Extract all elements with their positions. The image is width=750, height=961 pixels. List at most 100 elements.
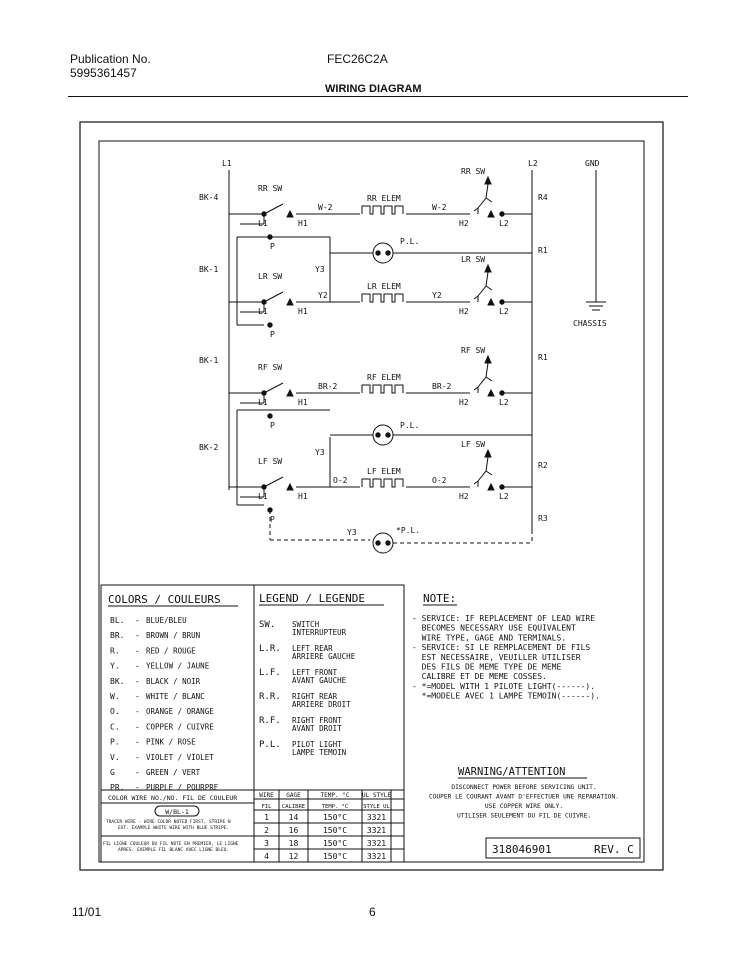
arrow-head xyxy=(484,263,492,273)
colors-title: COLORS / COULEURS xyxy=(108,593,221,606)
term-p: P xyxy=(270,242,275,251)
legend-title: LEGEND / LEGENDE xyxy=(259,592,365,605)
model-number: FEC26C2A xyxy=(327,52,388,66)
term-p: P xyxy=(270,515,275,524)
ret-switch-label-1: LR SW xyxy=(461,255,485,264)
label: - xyxy=(135,677,140,686)
note-line: WIRE TYPE, GAGE AND TERMINALS. xyxy=(412,633,566,642)
label: - xyxy=(135,631,140,640)
term-h2-mark xyxy=(487,388,495,397)
legend-code: P.L. xyxy=(259,740,281,750)
legend-fr: INTERRUPTEUR xyxy=(292,628,347,637)
legend-en: RIGHT FRONT xyxy=(292,716,342,725)
label: - xyxy=(135,692,140,701)
table-cell: 150°C xyxy=(323,813,347,822)
legend-fr: AVANT GAUCHE xyxy=(292,676,347,685)
r-label-3: R2 xyxy=(538,461,548,470)
lamp-terminal xyxy=(375,432,381,438)
table-cell: 2 xyxy=(264,826,269,835)
element-label-1: LR ELEM xyxy=(367,282,401,291)
legend-en: PILOT LIGHT xyxy=(292,740,342,749)
outer-frame xyxy=(79,121,664,871)
color-name: BROWN / BRUN xyxy=(146,631,200,640)
ret-switch-label-0: RR SW xyxy=(461,167,485,176)
switch-label-0: RR SW xyxy=(258,184,282,193)
lamp-terminal xyxy=(385,250,391,256)
heater-element-0 xyxy=(361,205,404,215)
color-name: BLUE/BLEU xyxy=(146,616,187,625)
switch-contact xyxy=(473,376,493,391)
page-number: 6 xyxy=(369,905,376,919)
term-l1: L1 xyxy=(258,219,268,228)
wire-label-0: W-2 xyxy=(318,203,333,212)
color-code: BR. xyxy=(110,631,124,640)
term-p: P xyxy=(270,330,275,339)
publication-number: 5995361457 xyxy=(70,66,137,80)
term-y3: Y3 xyxy=(315,265,325,274)
term-h1: H1 xyxy=(298,398,308,407)
wire-label2-3: O-2 xyxy=(432,476,447,485)
table-header: UL STYLE xyxy=(362,792,391,799)
color-code: P. xyxy=(110,738,120,747)
table-cell: 18 xyxy=(289,839,299,848)
color-code: C. xyxy=(110,722,120,731)
term-h1: H1 xyxy=(298,492,308,501)
table-header-fr: CALIBRE xyxy=(282,804,305,810)
color-name: VIOLET / VIOLET xyxy=(146,753,214,762)
wire-number-label: COLOR WIRE NO./NO. FIL DE COULEUR xyxy=(108,794,237,802)
arrow-head xyxy=(484,354,492,364)
note-line: *=MODELE AVEC 1 LAMPE TEMOIN(------). xyxy=(412,692,600,701)
switch-contact xyxy=(473,285,493,300)
term-h2: H2 xyxy=(459,398,469,407)
element-label-3: LF ELEM xyxy=(367,467,401,476)
wire-table xyxy=(253,789,405,863)
table-cell: 150°C xyxy=(323,852,347,861)
wire-example-oval xyxy=(154,805,200,817)
p-terminal xyxy=(267,322,273,328)
heater-element-2 xyxy=(361,384,404,394)
legend-code: L.R. xyxy=(259,644,281,654)
switch-label-3: LF SW xyxy=(258,457,282,466)
lamp-terminal xyxy=(375,250,381,256)
pl-label-3: *P.L. xyxy=(396,526,420,535)
pl-label-2: P.L. xyxy=(400,421,419,430)
color-name: COPPER / CUIVRE xyxy=(146,722,214,731)
term-h1-mark xyxy=(286,482,294,491)
table-cell: 16 xyxy=(289,826,299,835)
heater-element-3 xyxy=(361,478,404,488)
term-h1-mark xyxy=(286,297,294,306)
node-l2: L2 xyxy=(528,159,538,168)
switch-blade xyxy=(263,476,284,488)
note-line: - SERVICE: SI LE REMPLACEMENT DE FILS xyxy=(412,643,590,652)
page-title: WIRING DIAGRAM xyxy=(325,83,422,95)
term-h2: H2 xyxy=(459,492,469,501)
term-l1: L1 xyxy=(258,398,268,407)
term-h1-mark xyxy=(286,388,294,397)
label: - xyxy=(135,753,140,762)
label: - xyxy=(135,783,140,792)
table-cell: 1 xyxy=(264,813,269,822)
color-name: RED / ROUGE xyxy=(146,646,196,655)
legend-code: R.F. xyxy=(259,716,281,726)
bk-label-1: BK-1 xyxy=(199,265,218,274)
term-h2-mark xyxy=(487,297,495,306)
term-l2: L2 xyxy=(499,219,509,228)
term-h2-mark xyxy=(487,209,495,218)
color-code: R. xyxy=(110,646,120,655)
color-code: PR. xyxy=(110,783,124,792)
infinite-switch-2 xyxy=(477,362,489,393)
table-cell: 14 xyxy=(289,813,299,822)
ret-switch-label-2: RF SW xyxy=(461,346,485,355)
element-label-0: RR ELEM xyxy=(367,194,401,203)
color-code: BK. xyxy=(110,677,124,686)
header-rule xyxy=(68,96,688,97)
table-header: WIRE xyxy=(259,792,274,799)
switch-blade xyxy=(263,291,284,303)
node-gnd: GND xyxy=(585,159,600,168)
arrow-head xyxy=(484,448,492,458)
label: - xyxy=(135,722,140,731)
wire-label-1: Y2 xyxy=(318,291,328,300)
term-p: P xyxy=(270,421,275,430)
table-cell: 150°C xyxy=(323,826,347,835)
